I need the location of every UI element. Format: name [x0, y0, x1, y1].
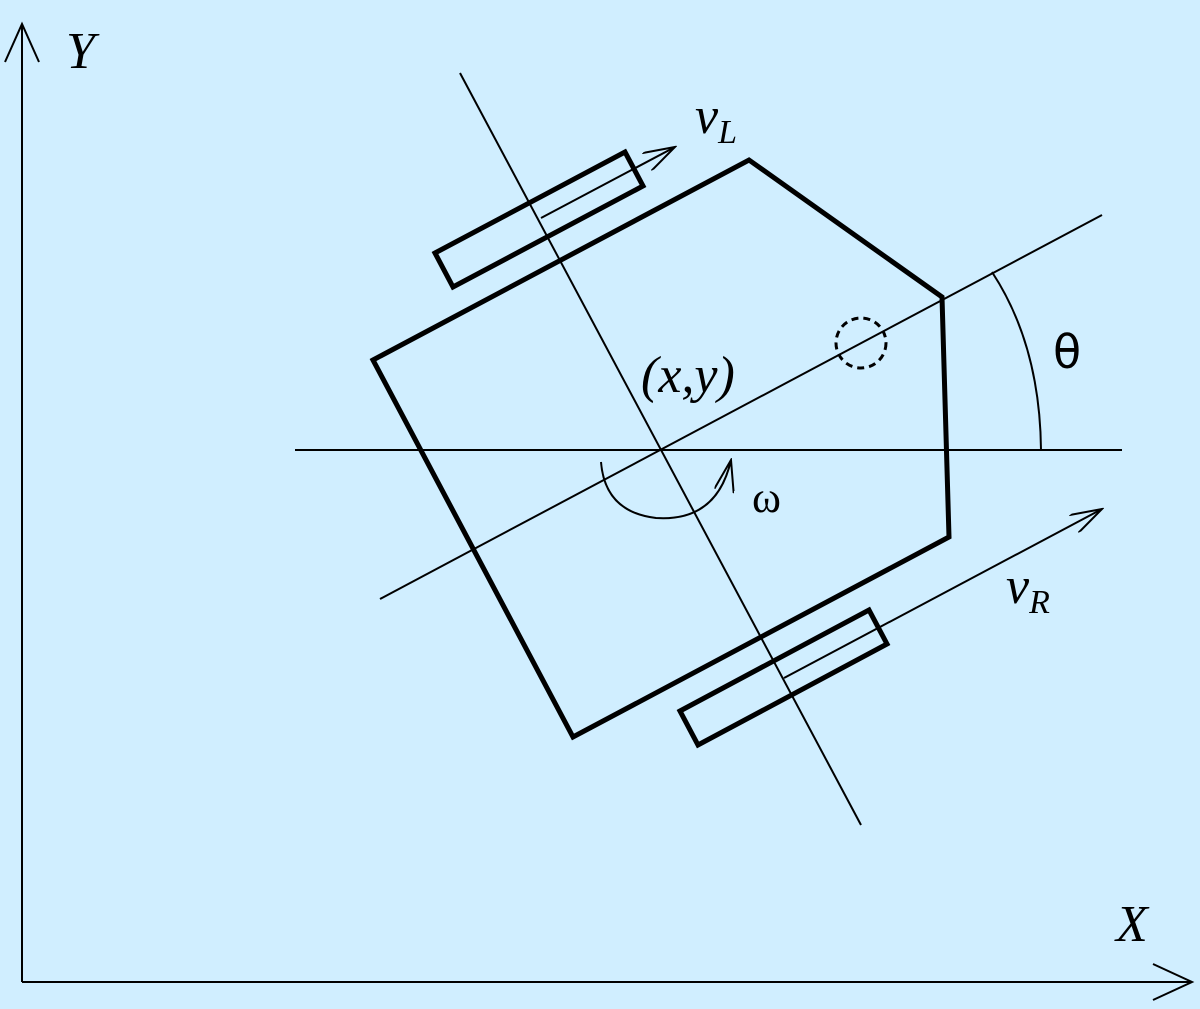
left-wheel-body [431, 148, 647, 291]
caster-wheel-icon [834, 316, 888, 370]
x-axis-arrowhead [1152, 963, 1195, 1001]
theta-arc [991, 271, 1042, 451]
position-label: (x,y) [641, 347, 735, 404]
right-wheel: vR [676, 509, 1102, 749]
right-velocity-subscript: R [1028, 584, 1050, 621]
left-velocity-symbol: v [695, 88, 719, 145]
right-wheel-body [676, 606, 891, 749]
left-velocity-label: vL [695, 88, 737, 151]
omega-label: ω [752, 473, 781, 522]
right-velocity-label: vR [1006, 558, 1050, 621]
theta-label: θ [1053, 325, 1081, 379]
left-velocity-subscript: L [717, 114, 737, 151]
world-axes: Y X [4, 21, 1195, 1001]
robot-body [369, 157, 952, 741]
right-velocity-symbol: v [1006, 558, 1030, 615]
angular-velocity: ω [600, 460, 781, 522]
wheel-axle-line [459, 72, 862, 826]
right-velocity-arrow [783, 509, 1102, 679]
x-axis-label: X [1114, 896, 1150, 953]
y-axis-label: Y [66, 23, 100, 80]
reference-lines [295, 72, 1122, 826]
heading-angle: θ [991, 271, 1081, 451]
left-velocity-arrow [540, 147, 675, 219]
omega-arc-arrow [600, 460, 731, 520]
heading-line [379, 214, 1103, 600]
left-wheel: vL [431, 88, 737, 291]
y-axis-arrowhead [4, 21, 40, 63]
